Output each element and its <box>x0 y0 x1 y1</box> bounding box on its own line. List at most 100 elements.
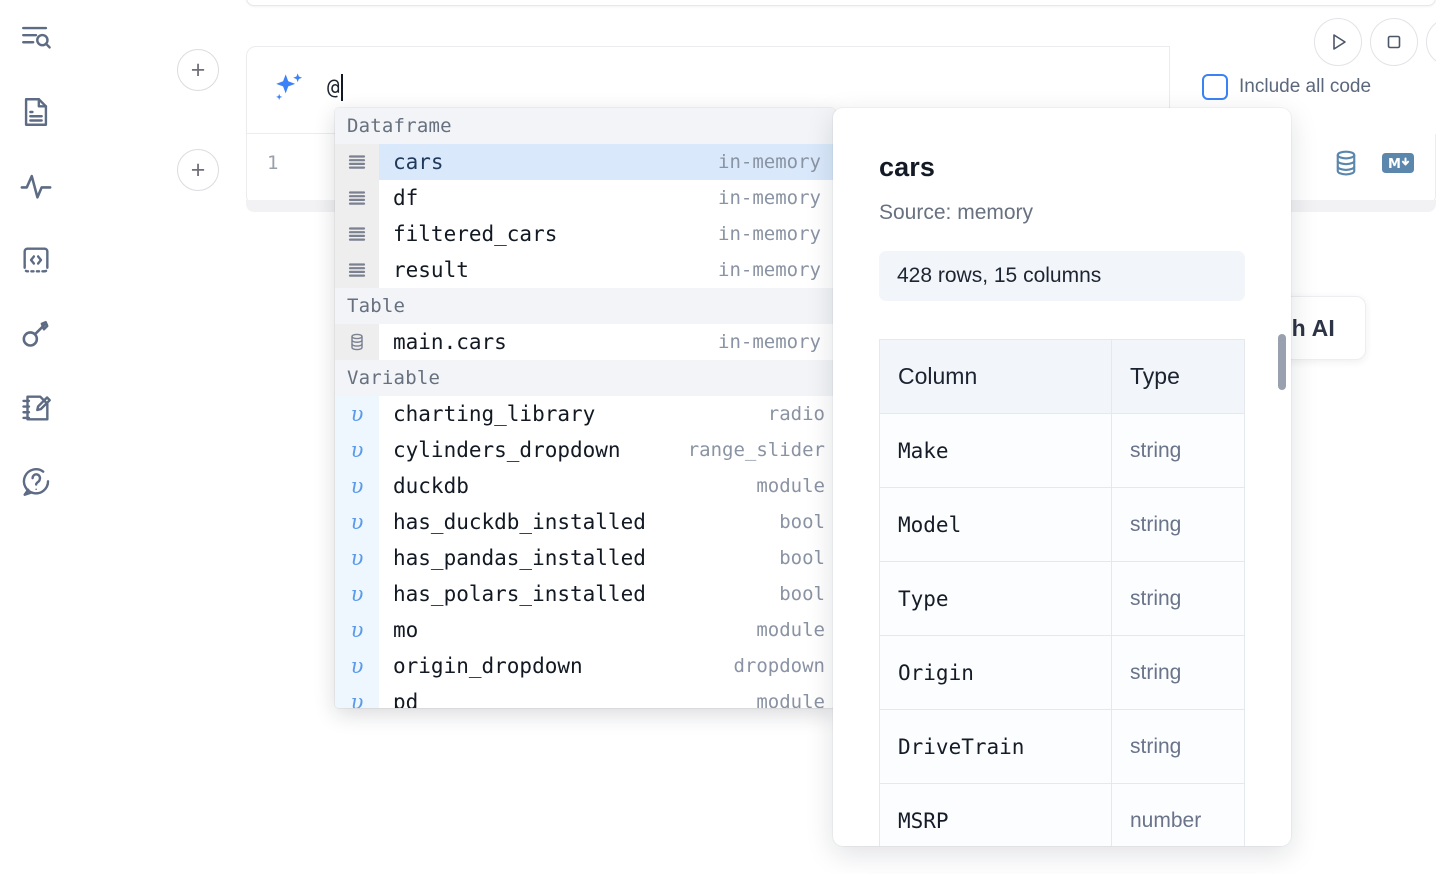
sparkle-ai-icon <box>269 69 309 109</box>
variable-upsilon-icon: υ <box>335 504 379 540</box>
database-icon[interactable] <box>1331 148 1361 178</box>
variable-upsilon-icon: υ <box>335 576 379 612</box>
autocomplete-item-type: in-memory <box>718 151 821 173</box>
autocomplete-item-type: in-memory <box>718 223 821 245</box>
file-document-icon[interactable] <box>16 92 56 132</box>
cell-icon-group: M <box>1331 148 1415 178</box>
explore-outline-icon[interactable] <box>16 18 56 58</box>
autocomplete-section-header: Table <box>335 288 835 324</box>
autocomplete-item[interactable]: υ has_duckdb_installed bool <box>335 504 835 540</box>
autocomplete-item-type: in-memory <box>718 331 821 353</box>
autocomplete-item-type: in-memory <box>718 187 821 209</box>
preview-source: Source: memory <box>879 201 1034 224</box>
autocomplete-item-name: cylinders_dropdown <box>393 438 621 462</box>
variable-upsilon-icon: υ <box>335 684 379 708</box>
variable-upsilon-icon: υ <box>335 432 379 468</box>
more-options-button[interactable] <box>1426 18 1436 66</box>
schema-column-type: string <box>1111 709 1245 784</box>
schema-column-name: Make <box>879 413 1112 488</box>
schema-column-name: MSRP <box>879 783 1112 846</box>
schema-column-name: Origin <box>879 635 1112 710</box>
autocomplete-item[interactable]: υ cylinders_dropdown range_slider <box>335 432 835 468</box>
autocomplete-item-type: module <box>756 619 825 641</box>
dataframe-rows-icon <box>335 252 379 288</box>
schema-column-type: string <box>1111 413 1245 488</box>
autocomplete-item-name: has_pandas_installed <box>393 546 646 570</box>
schema-column-type: string <box>1111 487 1245 562</box>
left-icon-rail <box>0 0 72 874</box>
autocomplete-item-type: module <box>756 691 825 708</box>
text-caret <box>340 73 343 101</box>
svg-text:M: M <box>1388 157 1401 172</box>
autocomplete-item-name: has_duckdb_installed <box>393 510 646 534</box>
cell-above-sliver <box>246 0 1436 6</box>
dataframe-preview-panel: cars Source: memory 428 rows, 15 columns… <box>833 108 1291 846</box>
autocomplete-item-type: in-memory <box>718 259 821 281</box>
autocomplete-item[interactable]: υ has_pandas_installed bool <box>335 540 835 576</box>
variable-upsilon-icon: υ <box>335 396 379 432</box>
autocomplete-item-type: bool <box>779 547 825 569</box>
autocomplete-item-type: bool <box>779 583 825 605</box>
include-all-code-checkbox[interactable]: Include all code <box>1202 74 1371 100</box>
schema-column-name: Model <box>879 487 1112 562</box>
autocomplete-item-name: cars <box>393 150 444 174</box>
code-snippet-icon[interactable] <box>16 240 56 280</box>
run-button[interactable] <box>1314 18 1362 66</box>
schema-column-type: string <box>1111 561 1245 636</box>
autocomplete-item-name: charting_library <box>393 402 596 426</box>
preview-title: cars <box>879 152 935 182</box>
schema-column-type: string <box>1111 635 1245 710</box>
autocomplete-item-type: bool <box>779 511 825 533</box>
notebook-edit-icon[interactable] <box>16 388 56 428</box>
column-header-type: Type <box>1111 339 1245 414</box>
autocomplete-item-name: filtered_cars <box>393 222 558 246</box>
autocomplete-item-name: pd <box>393 690 419 708</box>
stop-button[interactable] <box>1370 18 1418 66</box>
autocomplete-item-type: radio <box>767 403 825 425</box>
preview-scrollbar-thumb[interactable] <box>1278 334 1286 390</box>
autocomplete-item[interactable]: υ charting_library radio <box>335 396 835 432</box>
variable-upsilon-icon: υ <box>335 612 379 648</box>
autocomplete-item-name: duckdb <box>393 474 469 498</box>
ai-prompt-input[interactable]: @ <box>327 71 343 103</box>
autocomplete-item[interactable]: df in-memory <box>335 180 835 216</box>
line-number: 1 <box>267 152 279 174</box>
markdown-icon[interactable]: M <box>1381 150 1415 176</box>
variable-upsilon-icon: υ <box>335 540 379 576</box>
autocomplete-item-name: origin_dropdown <box>393 654 583 678</box>
autocomplete-item-type: module <box>756 475 825 497</box>
table-header-row: Column Type <box>879 339 1245 414</box>
autocomplete-section-header: Variable <box>335 360 835 396</box>
add-cell-below-button[interactable] <box>177 149 219 191</box>
autocomplete-section-header: Dataframe <box>335 108 835 144</box>
autocomplete-item[interactable]: filtered_cars in-memory <box>335 216 835 252</box>
activity-pulse-icon[interactable] <box>16 166 56 206</box>
checkbox-box[interactable] <box>1202 74 1228 100</box>
autocomplete-item-type: range_slider <box>687 439 825 461</box>
ai-prompt-value: @ <box>327 75 340 99</box>
autocomplete-item-name: df <box>393 186 419 210</box>
autocomplete-item[interactable]: cars in-memory <box>335 144 835 180</box>
preview-shape-badge: 428 rows, 15 columns <box>879 251 1245 301</box>
variable-upsilon-icon: υ <box>335 648 379 684</box>
help-chat-icon[interactable] <box>16 462 56 502</box>
add-cell-above-button[interactable] <box>177 49 219 91</box>
database-cylinder-icon <box>335 324 379 360</box>
key-secrets-icon[interactable] <box>16 314 56 354</box>
